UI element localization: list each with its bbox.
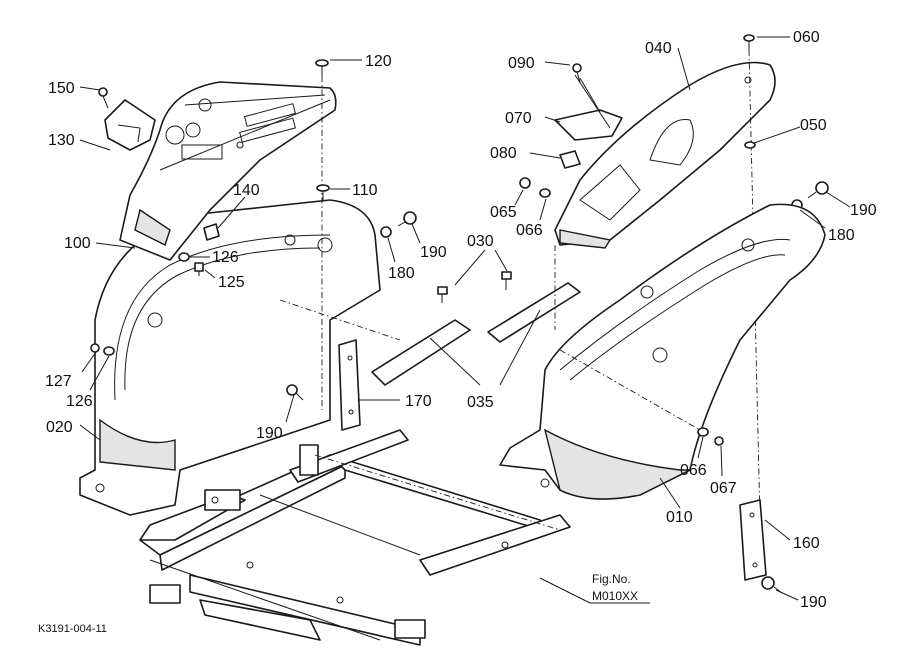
label-080: 080 — [490, 145, 517, 162]
label-040: 040 — [645, 40, 672, 57]
label-066-upper: 066 — [516, 222, 543, 239]
label-067: 067 — [710, 480, 737, 497]
label-090: 090 — [508, 55, 535, 72]
washer-180-left — [380, 226, 392, 238]
screw-050 — [744, 141, 756, 149]
label-180-right: 180 — [828, 227, 855, 244]
right-dash-cover-040 — [554, 61, 776, 249]
screw-110 — [316, 184, 330, 200]
bracket-160 — [739, 499, 767, 581]
label-110: 110 — [352, 182, 378, 199]
washer-126-upper — [178, 252, 190, 262]
figure-reference: Fig.No. M010XX — [539, 572, 650, 604]
bolt-190-right-upper — [807, 181, 829, 199]
chassis-frame — [139, 429, 571, 646]
bolt-190-left-lower — [286, 384, 304, 401]
label-100: 100 — [64, 235, 91, 252]
label-190-right-upper: 190 — [850, 202, 877, 219]
bolt-125 — [194, 262, 204, 276]
left-dash-cover-100 — [119, 81, 337, 261]
label-190-left-upper: 190 — [420, 244, 447, 261]
washer-066-upper — [539, 188, 551, 198]
label-190-left-lower: 190 — [256, 425, 283, 442]
screw-150 — [98, 87, 109, 109]
label-035: 035 — [467, 394, 494, 411]
label-050: 050 — [800, 117, 827, 134]
label-066-lower: 066 — [680, 462, 707, 479]
label-120: 120 — [365, 53, 392, 70]
label-190-right-lower: 190 — [800, 594, 827, 611]
label-160: 160 — [793, 535, 820, 552]
label-065: 065 — [490, 204, 517, 221]
screw-090 — [572, 63, 582, 83]
label-030: 030 — [467, 233, 494, 250]
left-fender-020 — [79, 199, 401, 516]
label-070: 070 — [505, 110, 532, 127]
stay-035-right — [487, 282, 581, 343]
callout-labels: 150 130 120 110 140 100 126 125 180 190 … — [45, 29, 877, 611]
nut-067 — [714, 436, 724, 446]
label-126-upper: 126 — [212, 249, 239, 266]
washer-066-lower — [697, 427, 709, 437]
cover-070 — [554, 109, 623, 141]
label-130: 130 — [48, 132, 75, 149]
nut-127 — [90, 343, 100, 353]
bolt-190-right-lower — [761, 576, 783, 594]
figure-ref-line2: M010XX — [592, 589, 638, 603]
washer-126-lower — [103, 346, 115, 356]
bracket-170 — [338, 339, 361, 431]
label-140: 140 — [233, 182, 260, 199]
label-125: 125 — [218, 274, 245, 291]
bracket-130 — [104, 99, 156, 151]
label-126-lower: 126 — [66, 393, 93, 410]
nut-065 — [519, 177, 531, 189]
label-010: 010 — [666, 509, 693, 526]
bolt-030-left — [437, 286, 448, 303]
leader-lines — [79, 36, 851, 601]
plate-140 — [203, 223, 220, 241]
drawing-code: K3191-004-11 — [38, 623, 107, 635]
label-180-left: 180 — [388, 265, 415, 282]
figure-ref-line1: Fig.No. — [592, 572, 631, 586]
bolt-190-left-upper — [397, 211, 417, 227]
right-fender-010 — [499, 203, 826, 500]
label-020: 020 — [46, 419, 73, 436]
screw-120 — [315, 59, 329, 410]
stay-035-left — [371, 319, 471, 386]
bolt-030-right — [501, 271, 512, 290]
label-060: 060 — [793, 29, 820, 46]
clip-080 — [559, 150, 581, 169]
label-150: 150 — [48, 80, 75, 97]
label-170: 170 — [405, 393, 432, 410]
label-127: 127 — [45, 373, 72, 390]
